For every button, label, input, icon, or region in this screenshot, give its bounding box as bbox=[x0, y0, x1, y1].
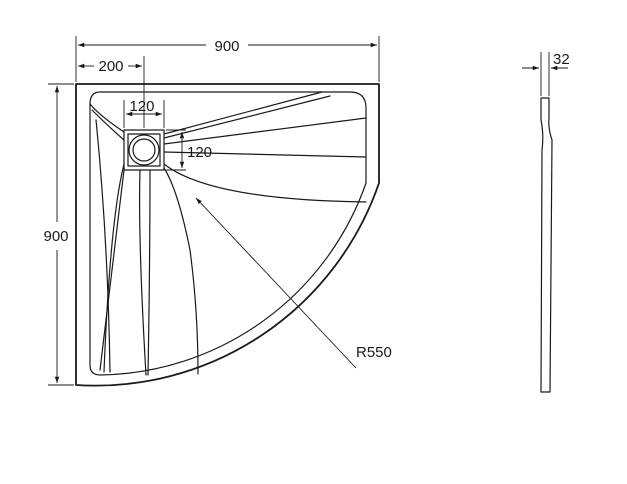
drain-inner-square bbox=[127, 133, 161, 167]
overall-width-label: 900 bbox=[214, 38, 239, 55]
radius-label: R550 bbox=[356, 344, 392, 361]
overall-depth-label: 900 bbox=[43, 228, 68, 245]
side-profile-outline bbox=[540, 97, 553, 393]
drain-width-label: 120 bbox=[129, 98, 154, 115]
dimension-overall-depth: 900 bbox=[43, 83, 74, 386]
drain-square bbox=[123, 129, 165, 171]
drain-height-label: 120 bbox=[187, 144, 212, 161]
dimension-drain-height: 120 bbox=[166, 129, 212, 171]
tray-plan-view bbox=[75, 83, 380, 387]
tray-outer-outline bbox=[75, 83, 380, 387]
drain-circle bbox=[128, 134, 160, 166]
dimension-radius: R550 bbox=[195, 197, 392, 369]
dimension-thickness: 32 bbox=[522, 51, 570, 96]
dimension-overall-width: 900 bbox=[75, 36, 380, 82]
thickness-label: 32 bbox=[553, 51, 570, 68]
dimension-drain-width: 120 bbox=[123, 98, 165, 128]
tray-side-view bbox=[540, 97, 553, 393]
drain-inner-circle bbox=[132, 138, 156, 162]
drain-offset-label: 200 bbox=[98, 58, 123, 75]
slope-lines bbox=[89, 91, 367, 376]
